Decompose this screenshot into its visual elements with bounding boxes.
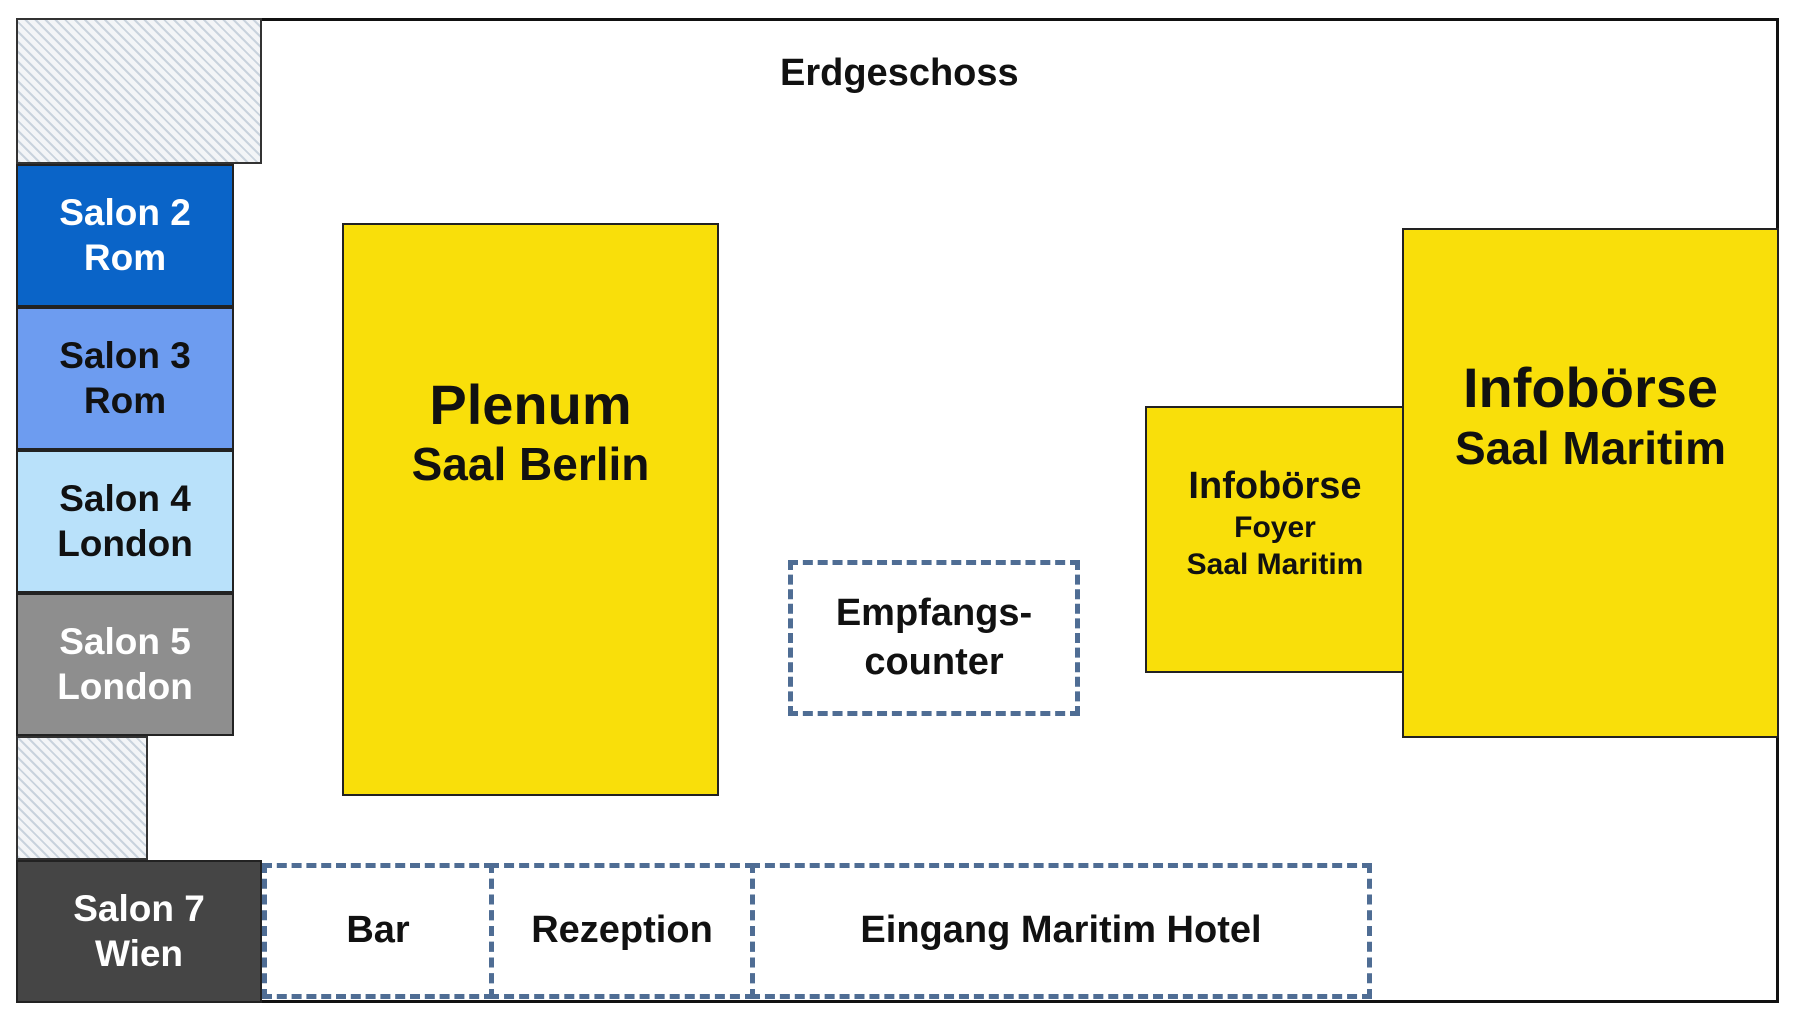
hatched-area-top-left [16,18,262,164]
room-salon-3-rom[interactable]: Salon 3 Rom [16,307,234,450]
hatched-area-left [16,736,148,860]
room-salon-5-london[interactable]: Salon 5 London [16,593,234,736]
room-label-line1: Salon 7 [73,888,205,930]
area-label: Eingang Maritim Hotel [860,909,1262,952]
room-label-line2: Rom [83,379,167,421]
room-label-line1: Salon 5 [59,621,191,663]
reception-counter-area[interactable]: Empfangs- counter [788,560,1080,716]
room-label-line1: Salon 2 [59,192,191,234]
area-label: Rezeption [531,909,713,952]
room-label-line2: Wien [94,932,184,974]
bar-area[interactable]: Bar [262,863,494,999]
room-label-line2: London [57,522,193,564]
room-label-line2: London [57,665,193,707]
room-salon-2-rom[interactable]: Salon 2 Rom [16,164,234,307]
room-label-line1: Plenum [429,372,632,436]
room-label-line2: Saal Maritim [1455,421,1726,474]
rezeption-area[interactable]: Rezeption [489,863,755,999]
area-label: Bar [346,909,410,952]
room-label-line1: Infobörse [1462,356,1719,420]
room-infoboerse-foyer[interactable]: Infobörse Foyer Saal Maritim [1145,406,1405,673]
room-label-line1: Infobörse [1188,465,1362,508]
area-label-line2: counter [864,641,1004,683]
room-label-line1: Salon 4 [59,478,191,520]
room-label-line2: Saal Berlin [411,438,650,491]
room-label-line3: Saal Maritim [1186,548,1364,582]
floor-title: Erdgeschoss [780,52,1019,94]
room-infoboerse-saal-maritim[interactable]: Infobörse Saal Maritim [1402,228,1779,738]
room-label-line2: Foyer [1234,510,1316,544]
room-salon-4-london[interactable]: Salon 4 London [16,450,234,593]
room-label-line2: Rom [83,236,167,278]
entrance-maritim-hotel-area[interactable]: Eingang Maritim Hotel [750,863,1372,999]
area-label-line1: Empfangs- [835,591,1033,634]
room-label-line1: Salon 3 [59,335,191,377]
room-salon-7-wien[interactable]: Salon 7 Wien [16,860,262,1003]
room-plenum-saal-berlin[interactable]: Plenum Saal Berlin [342,223,719,796]
